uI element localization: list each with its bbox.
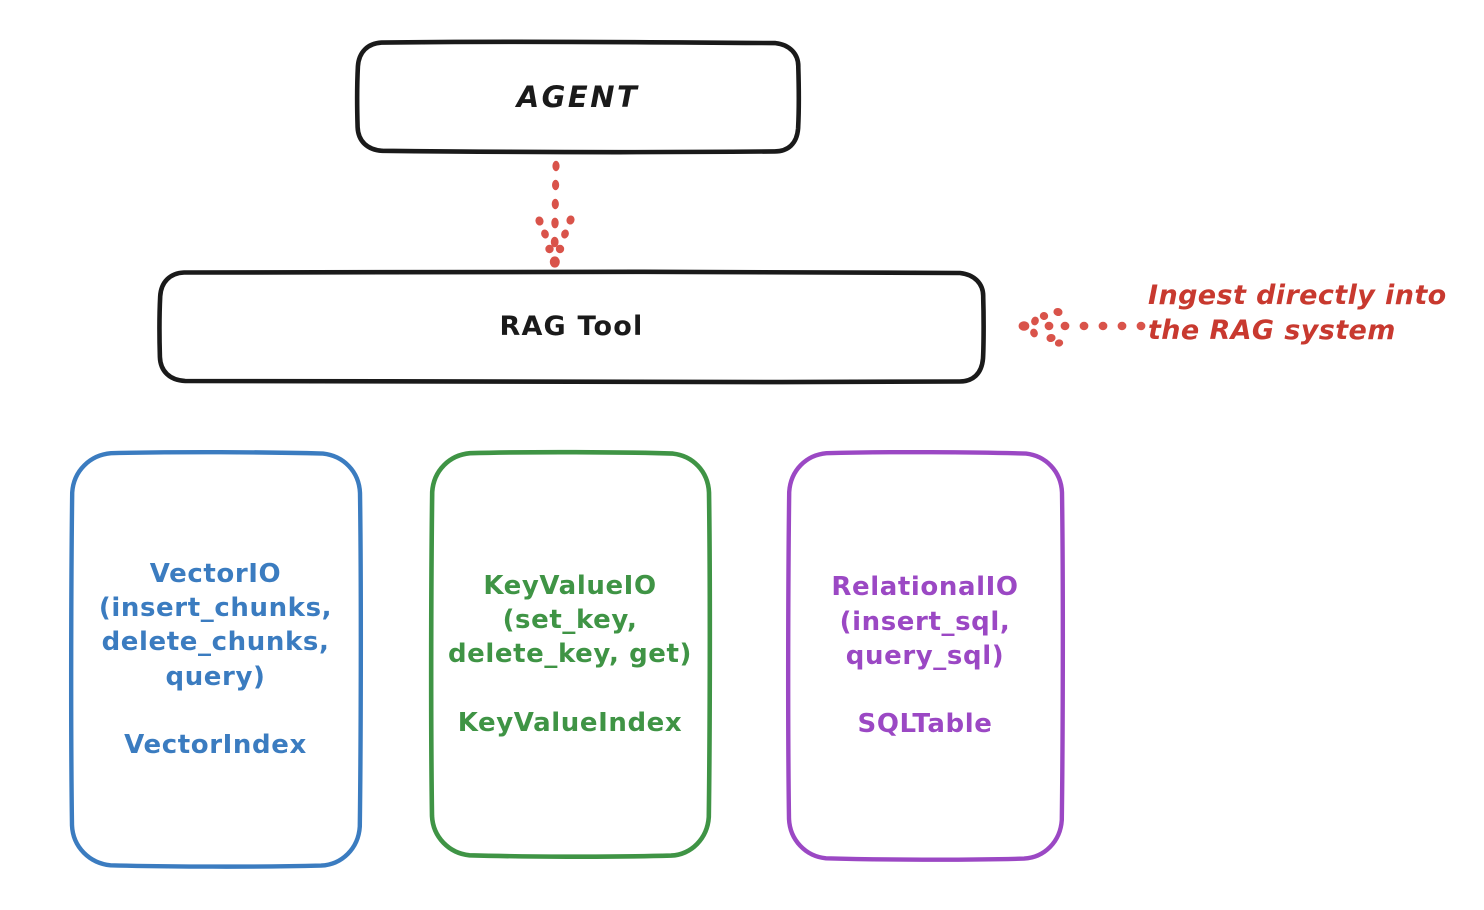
node-vectorio[interactable]: VectorIO (insert_chunks, delete_chunks, …: [67, 449, 364, 869]
connector-agent-to-ragtool: [515, 152, 595, 274]
node-keyvalueio[interactable]: KeyValueIO (set_key, delete_key, get) Ke…: [427, 449, 713, 859]
node-relationalio[interactable]: RelationalIO (insert_sql, query_sql) SQL…: [784, 449, 1066, 862]
node-vectorio-label: VectorIO (insert_chunks, delete_chunks, …: [98, 558, 333, 761]
node-keyvalueio-label: KeyValueIO (set_key, delete_key, get) Ke…: [447, 570, 693, 738]
node-rag-tool[interactable]: RAG Tool: [157, 269, 986, 385]
node-agent-label: AGENT: [516, 79, 640, 114]
annotation-ingest-text: Ingest directly into the RAG system: [1148, 280, 1447, 346]
node-rag-tool-label: RAG Tool: [499, 311, 644, 343]
annotation-ingest-note: Ingest directly into the RAG system: [1148, 279, 1478, 348]
node-agent[interactable]: AGENT: [354, 39, 802, 155]
node-relationalio-label: RelationalIO (insert_sql, query_sql) SQL…: [831, 572, 1019, 740]
connector-note-to-rag-tool: [1018, 296, 1148, 352]
